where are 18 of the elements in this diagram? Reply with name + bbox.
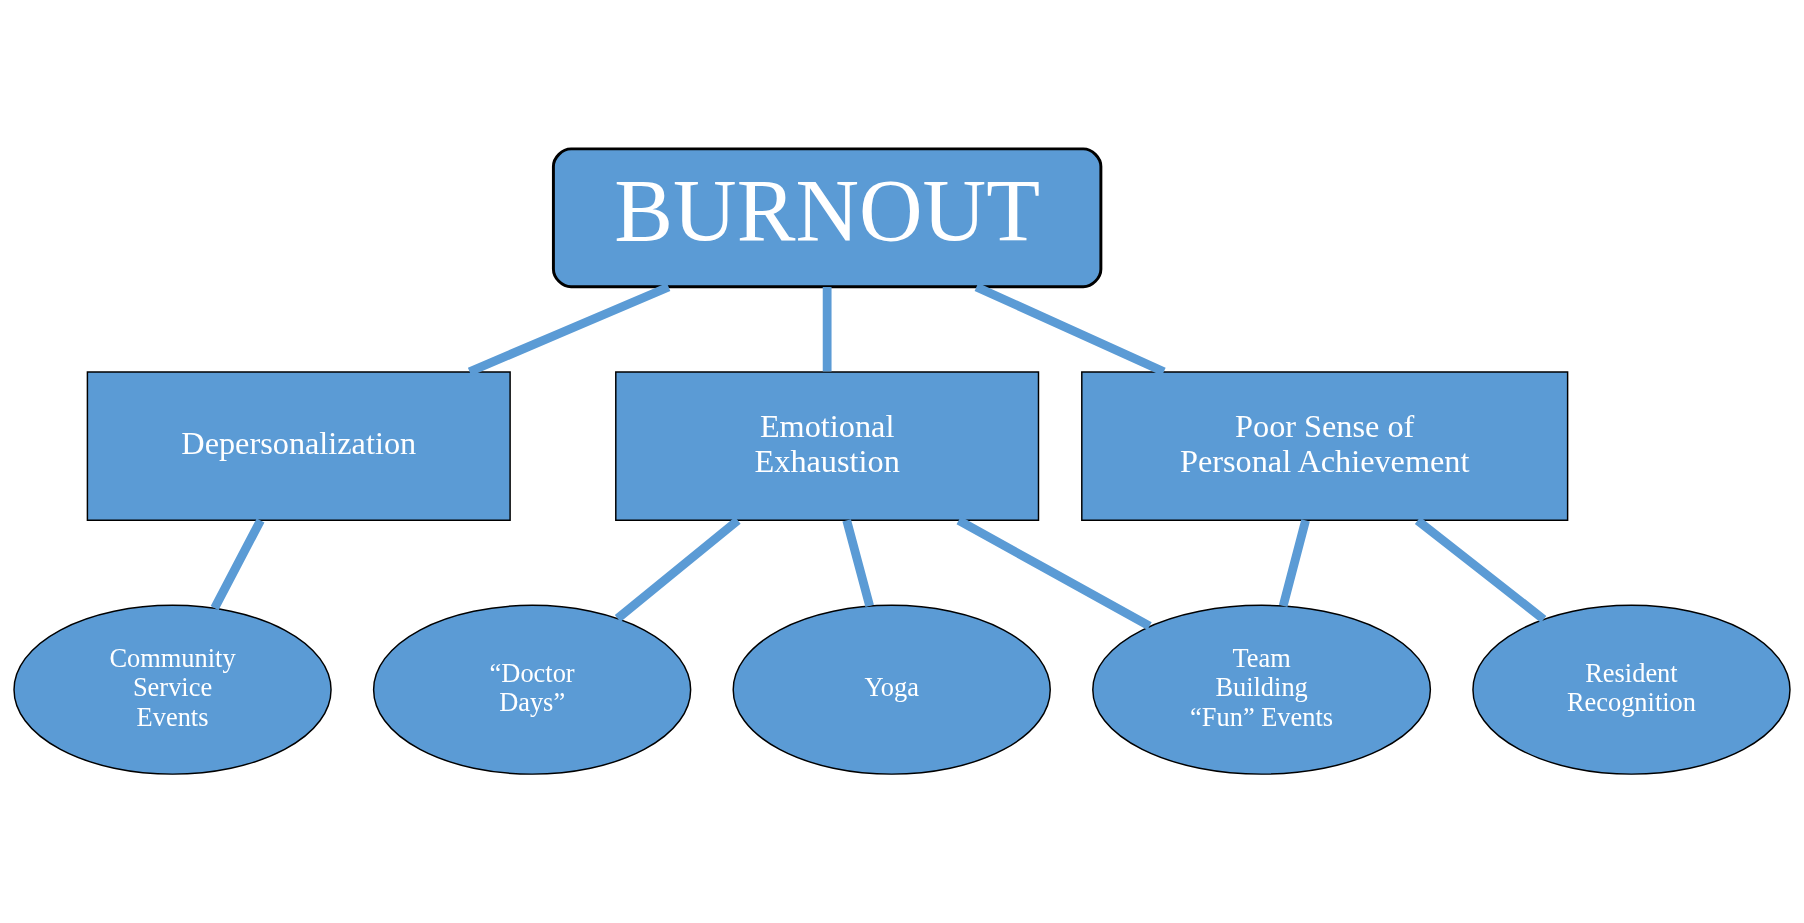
connector: [974, 282, 1166, 376]
connector: [1414, 516, 1547, 623]
node-box: Depersonalization: [86, 371, 511, 521]
connector: [210, 518, 265, 611]
node-ellipse: Community Service Events: [13, 604, 332, 775]
node-ellipse: Team Building “Fun” Events: [1092, 604, 1432, 775]
connector: [1278, 519, 1310, 608]
node-box: Emotional Exhaustion: [615, 371, 1040, 521]
node-box: BURNOUT: [551, 147, 1103, 289]
connector: [842, 519, 874, 608]
node-ellipse: Resident Recognition: [1472, 604, 1791, 775]
connector: [956, 516, 1152, 631]
node-ellipse: “Doctor Days”: [372, 604, 692, 775]
connector: [614, 517, 741, 622]
connector: [467, 282, 671, 376]
node-ellipse: Yoga: [732, 604, 1051, 775]
connector: [822, 286, 832, 372]
node-box: Poor Sense of Personal Achievement: [1081, 371, 1569, 521]
